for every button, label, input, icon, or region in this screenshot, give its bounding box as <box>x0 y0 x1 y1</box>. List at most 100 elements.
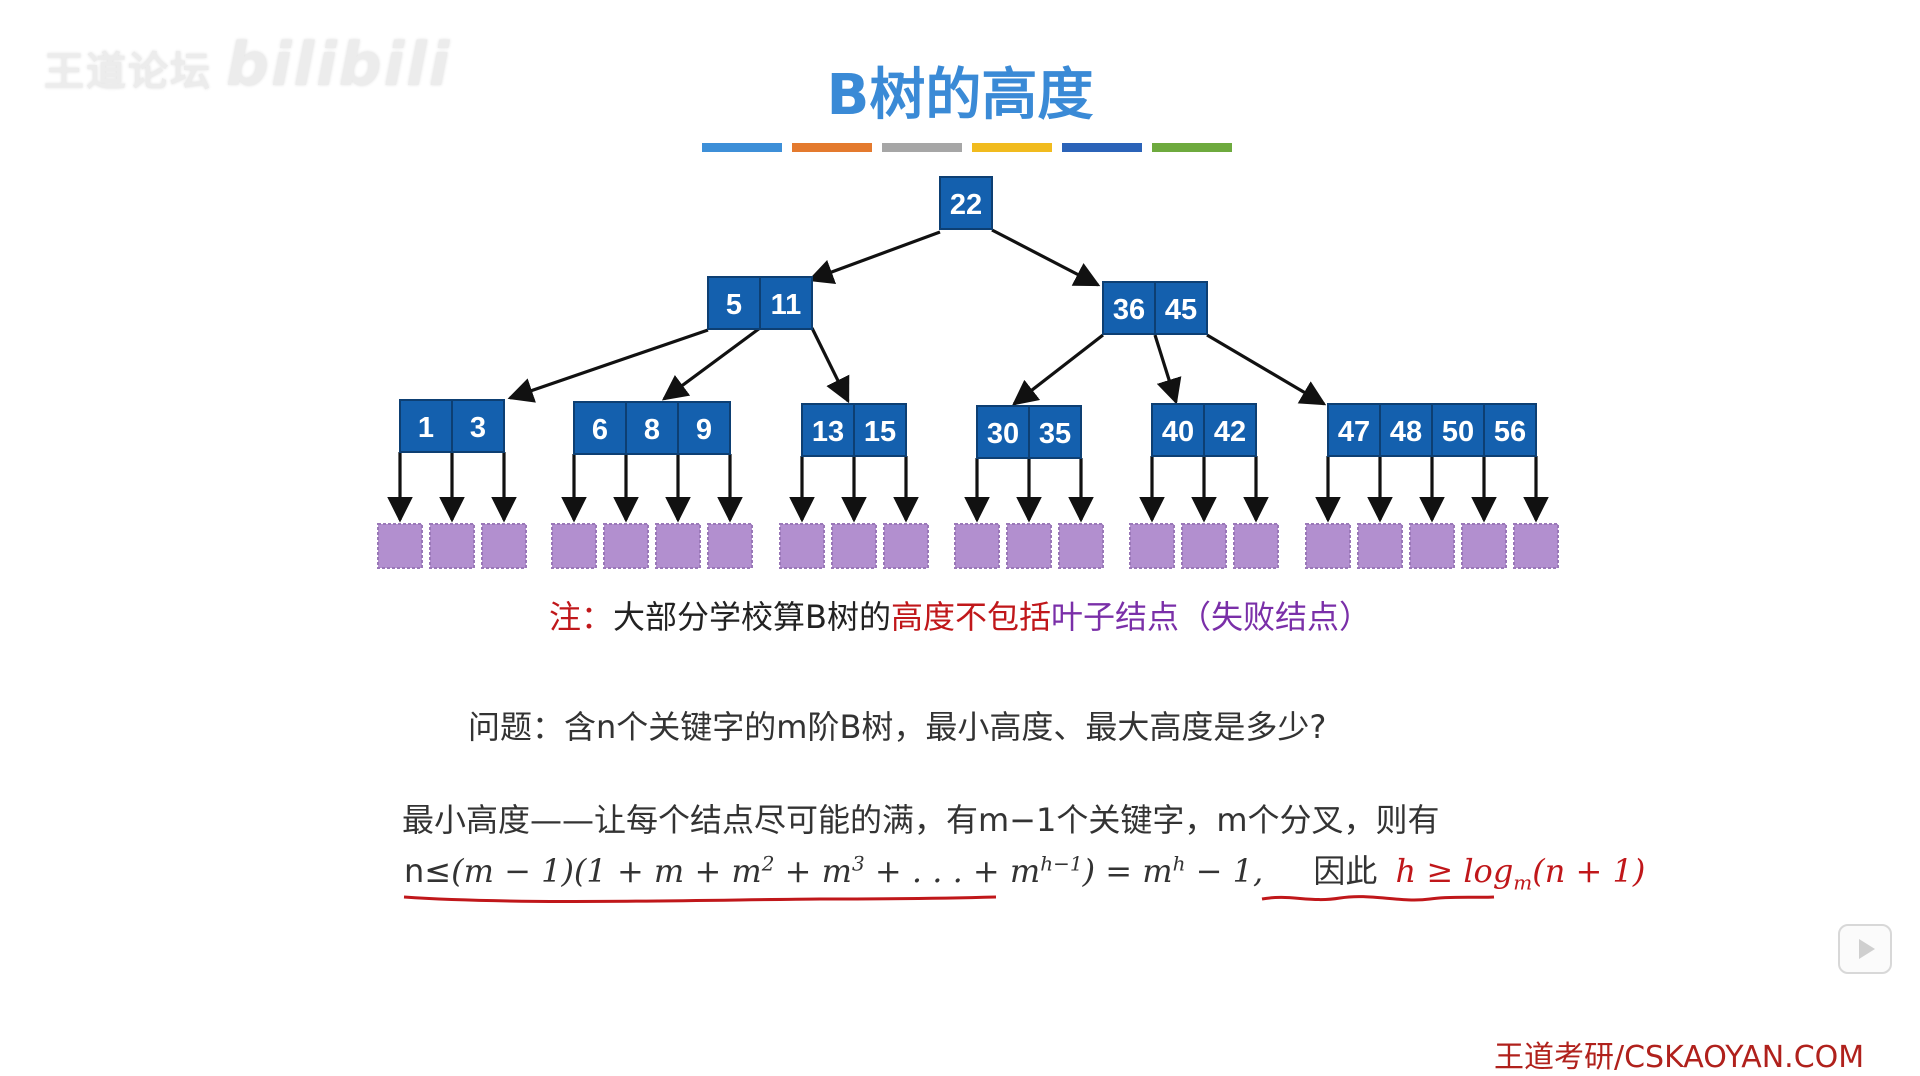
internal-node: 5 11 <box>707 276 813 330</box>
key-label: 15 <box>864 416 896 448</box>
key-label: 45 <box>1165 294 1197 326</box>
min-height-line1: 最小高度——让每个结点尽可能的满，有m−1个关键字，m个分叉，则有 <box>402 801 1440 839</box>
key-label: 30 <box>987 418 1019 450</box>
tree-edge <box>1153 334 1182 405</box>
note-purple: 叶子结点（失败结点） <box>1050 598 1371 636</box>
key-label: 3 <box>470 412 486 444</box>
failure-leaf-node <box>1409 523 1455 569</box>
key-label: 40 <box>1162 416 1194 448</box>
key-label: 1 <box>418 412 434 444</box>
key-cell <box>399 399 453 453</box>
failure-leaf-node <box>429 523 475 569</box>
failure-leaf-node <box>954 523 1000 569</box>
key-label: 13 <box>812 416 844 448</box>
key-label: 36 <box>1113 294 1145 326</box>
failure-leaf-node <box>1461 523 1507 569</box>
key-cell <box>1379 403 1433 457</box>
tree-edge <box>661 326 761 401</box>
key-label: 56 <box>1494 416 1526 448</box>
key-label: 50 <box>1442 416 1474 448</box>
failure-leaf-node <box>1357 523 1403 569</box>
note-red: 高度不包括 <box>890 598 1051 636</box>
note-normal: 大部分学校算B树的 <box>613 598 891 636</box>
play-icon[interactable] <box>1838 924 1892 974</box>
min-height-formula: n≤(m − 1)(1 + m + m2 + m3 + . . . + mh−1… <box>404 846 1645 894</box>
failure-leaf-node <box>377 523 423 569</box>
internal-node: 36 45 <box>1102 281 1208 335</box>
tree-edge <box>807 230 941 285</box>
leaf-level-node: 6 8 9 <box>573 401 731 455</box>
key-cell <box>976 405 1030 459</box>
tree-edge <box>991 228 1101 287</box>
key-cell <box>1203 403 1257 457</box>
failure-leaf-node <box>831 523 877 569</box>
failure-leaf-node <box>779 523 825 569</box>
underline-formula <box>403 895 997 903</box>
key-cell <box>939 176 993 230</box>
key-label: 11 <box>771 289 802 321</box>
key-cell <box>1028 405 1082 459</box>
key-cell <box>1431 403 1485 457</box>
formula-n-le: n≤ <box>404 852 452 890</box>
title-color-bar <box>702 143 782 152</box>
root-node: 22 <box>939 176 993 230</box>
failure-leaf-node <box>1513 523 1559 569</box>
title-color-bar <box>882 143 962 152</box>
failure-leaf-node <box>551 523 597 569</box>
failure-leaf-node <box>1058 523 1104 569</box>
key-label: 6 <box>592 414 608 446</box>
leaf-level-node: 47 48 50 56 <box>1327 403 1537 457</box>
leaf-level-node: 30 35 <box>976 405 1082 459</box>
key-cell <box>451 399 505 453</box>
key-cell <box>707 276 761 330</box>
underline-result <box>1261 895 1495 902</box>
note-text: 注：大部分学校算B树的高度不包括叶子结点（失败结点） <box>0 592 1920 638</box>
key-cell <box>801 403 855 457</box>
failure-leaf-node <box>1006 523 1052 569</box>
key-cell <box>853 403 907 457</box>
question-text: 问题：含n个关键字的m阶B树，最小高度、最大高度是多少? <box>468 708 1327 746</box>
tree-edge <box>810 327 850 404</box>
failure-leaf-node <box>883 523 929 569</box>
failure-leaf-node <box>655 523 701 569</box>
failure-leaf-node <box>603 523 649 569</box>
failure-leaf-node <box>481 523 527 569</box>
bilibili-logo: bilibili <box>226 30 452 100</box>
failure-leaf-node <box>707 523 753 569</box>
failure-leaf-node <box>1305 523 1351 569</box>
failure-leaf-node <box>1181 523 1227 569</box>
key-cell <box>759 276 813 330</box>
key-label: 22 <box>950 189 982 221</box>
note-prefix: 注： <box>548 598 613 636</box>
key-label: 42 <box>1214 416 1246 448</box>
key-cell <box>1483 403 1537 457</box>
title-color-bar <box>972 143 1052 152</box>
key-label: 5 <box>726 289 742 321</box>
key-label: 48 <box>1390 416 1422 448</box>
formula-therefore: 因此 <box>1313 852 1378 890</box>
formula-result: h ≥ logm(n + 1) <box>1395 852 1646 895</box>
tree-edge <box>1011 333 1104 406</box>
tree-edge <box>1206 333 1327 406</box>
formula-sum: (m − 1)(1 + m + m2 + m3 + . . . + mh−1) … <box>451 851 1264 890</box>
key-cell <box>625 401 679 455</box>
watermark-text: 王道论坛 <box>44 49 212 95</box>
failure-leaf-node <box>1233 523 1279 569</box>
leaf-level-node: 40 42 <box>1151 403 1257 457</box>
key-label: 47 <box>1338 416 1370 448</box>
key-label: 8 <box>644 414 660 446</box>
title-color-bar <box>1062 143 1142 152</box>
key-label: 9 <box>696 414 712 446</box>
footer-brand: 王道考研/CSKAOYAN.COM <box>1494 1040 1865 1075</box>
title-color-bar <box>792 143 872 152</box>
key-cell <box>1154 281 1208 335</box>
key-cell <box>677 401 731 455</box>
page-title: B树的高度 <box>826 63 1094 128</box>
tree-edge <box>507 328 709 403</box>
failure-leaf-node <box>1129 523 1175 569</box>
key-label: 35 <box>1039 418 1071 450</box>
key-cell <box>1327 403 1381 457</box>
key-cell <box>573 401 627 455</box>
